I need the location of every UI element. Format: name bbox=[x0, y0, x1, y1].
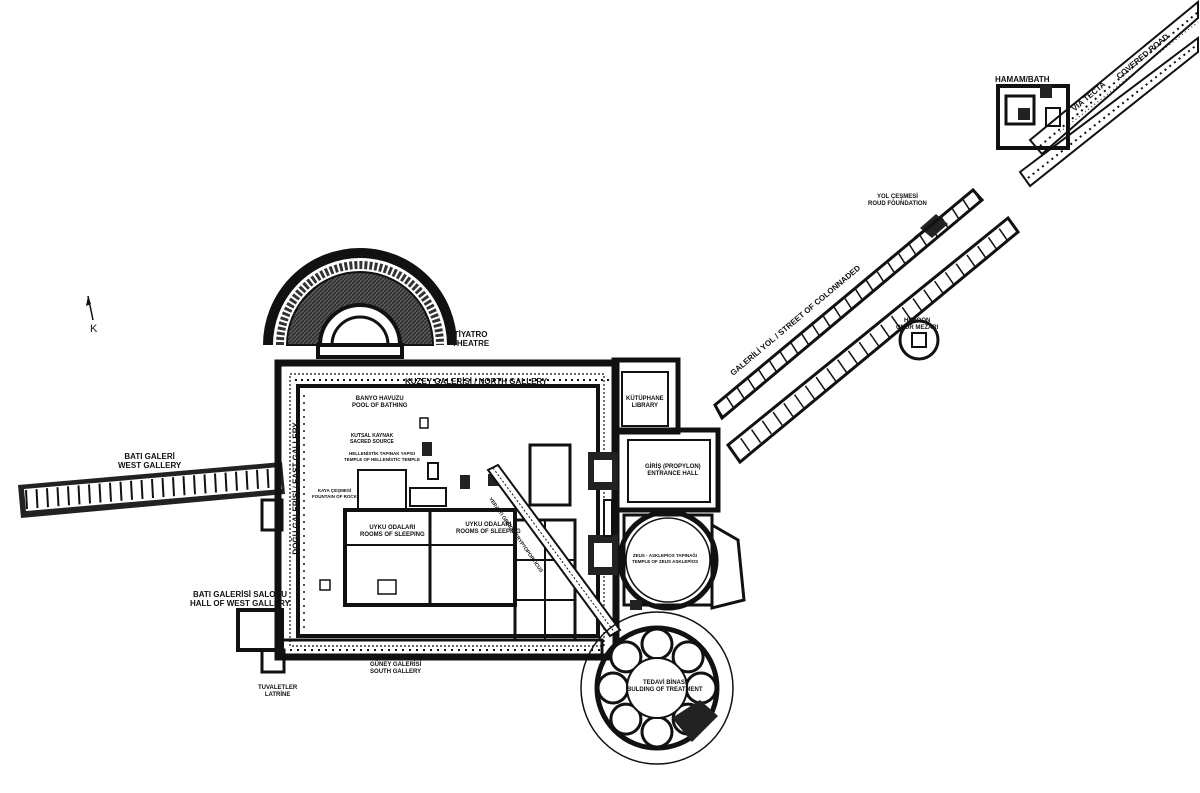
west-gallery bbox=[18, 462, 285, 518]
label-north-gallery: KUZEY GALERİSİ / NORTH GALLERY bbox=[405, 377, 548, 386]
theatre bbox=[263, 248, 457, 359]
propylon-steps bbox=[603, 499, 613, 537]
temple-zeus-asklepios bbox=[617, 509, 746, 611]
treatment-building bbox=[580, 611, 734, 765]
heroon bbox=[898, 319, 940, 361]
north-letter: K bbox=[90, 323, 98, 335]
colonnaded-street bbox=[713, 187, 1021, 465]
label-hamam: HAMAM/BATH bbox=[995, 75, 1050, 84]
label-east-gallery: DOĞU GALERİSİ / EAST GALLERY bbox=[291, 422, 301, 555]
bath bbox=[996, 84, 1070, 150]
north-arrow bbox=[86, 295, 94, 321]
main-complex bbox=[236, 357, 721, 674]
label-entrance-hall: GİRİŞ (PROPYLON)ENTRANCE HALL bbox=[645, 464, 701, 477]
